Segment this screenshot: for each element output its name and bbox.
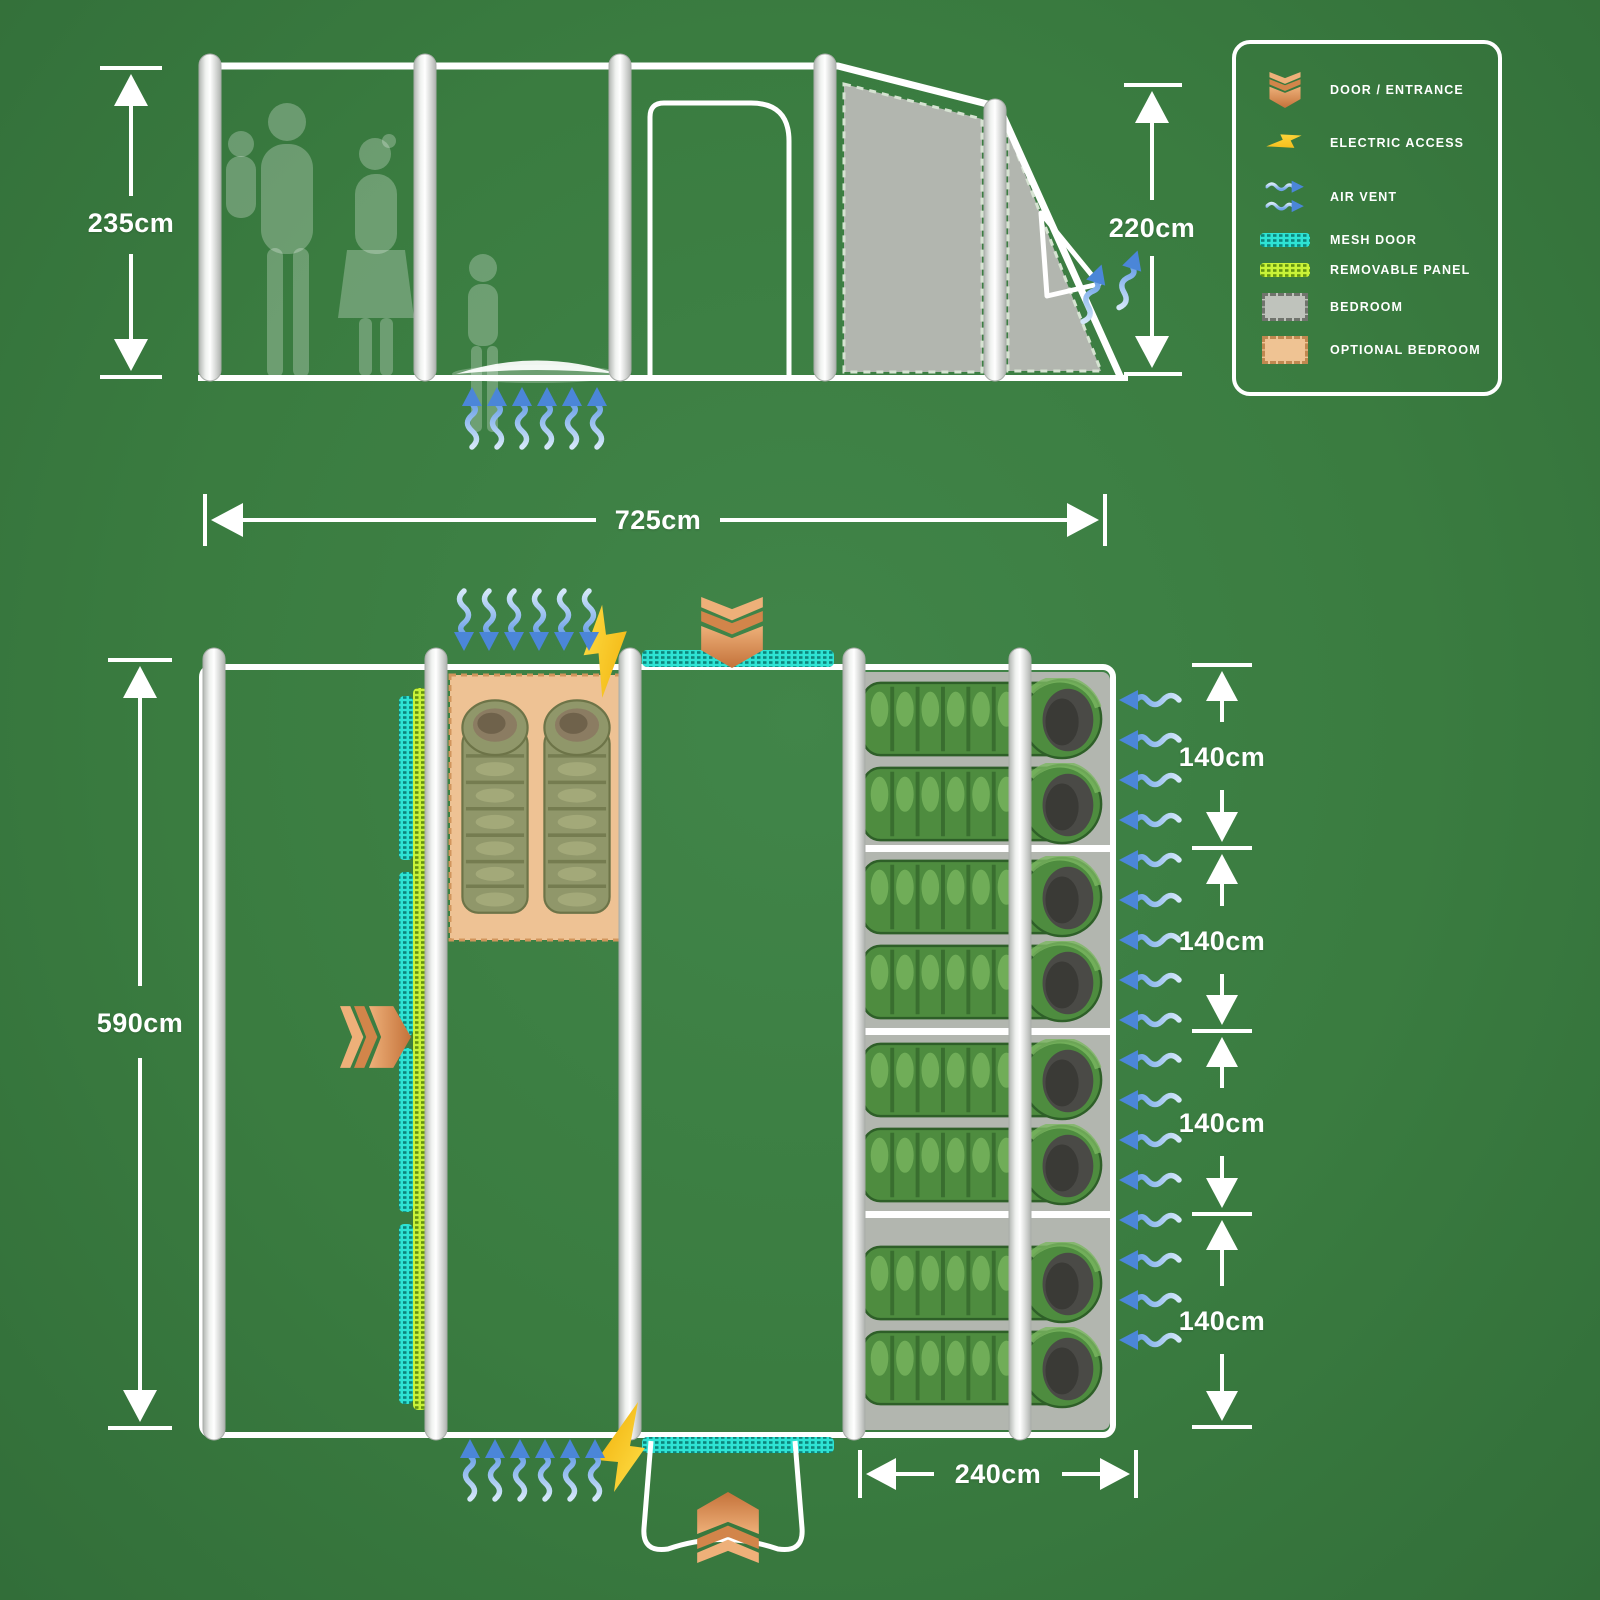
sleeping-bag bbox=[863, 942, 1101, 1021]
tent-pole bbox=[813, 53, 837, 382]
sleeping-bag bbox=[863, 679, 1101, 758]
legend: DOOR / ENTRANCE ELECTRIC ACCESS AIR VENT… bbox=[1232, 40, 1502, 396]
legend-item-door-entrance: DOOR / ENTRANCE bbox=[1256, 72, 1490, 108]
sleeping-bag bbox=[863, 857, 1101, 936]
air-vent-icon bbox=[454, 591, 599, 651]
family-silhouette bbox=[226, 103, 498, 432]
sleeping-bag bbox=[863, 1243, 1101, 1322]
front-door-outline bbox=[641, 1440, 805, 1553]
tent-pole bbox=[424, 647, 448, 1441]
bedroom-sleeping-bags bbox=[863, 679, 1101, 1407]
sleeping-bag bbox=[863, 1328, 1101, 1407]
dimension-side-height bbox=[100, 66, 162, 379]
sleeping-bag bbox=[460, 698, 530, 915]
dimension-label-bedroom-width: 240cm bbox=[954, 1459, 1042, 1489]
tent-pole bbox=[618, 647, 642, 1441]
legend-item-mesh-door: MESH DOOR bbox=[1256, 233, 1490, 247]
roof-line bbox=[205, 62, 1124, 380]
inner-door-outline bbox=[647, 100, 792, 378]
ground-vent bbox=[456, 360, 618, 374]
dimension-label-total-width: 725cm bbox=[614, 505, 702, 535]
dimension-label-compartment: 140cm bbox=[1178, 742, 1266, 772]
optional-bedroom-icon bbox=[1256, 336, 1314, 365]
dimension-bedroom-width bbox=[858, 1450, 1138, 1498]
tent-pole bbox=[842, 647, 866, 1441]
dimension-compartments bbox=[1192, 663, 1252, 1429]
tent-pole bbox=[1008, 647, 1032, 1441]
tent-pole bbox=[413, 53, 437, 382]
mesh-door-strip bbox=[642, 1437, 834, 1453]
door-entrance-icon bbox=[1256, 72, 1314, 108]
tent-pole bbox=[983, 98, 1007, 382]
legend-label: OPTIONAL BEDROOM bbox=[1330, 343, 1481, 358]
dimension-label-total-depth: 590cm bbox=[96, 1008, 184, 1038]
dimension-rear-height bbox=[1124, 83, 1182, 376]
rear-vent-flap bbox=[1038, 210, 1102, 299]
dimension-label-side-height: 235cm bbox=[87, 208, 175, 238]
door-entrance-icon bbox=[697, 1492, 759, 1563]
dimension-label-compartment: 140cm bbox=[1178, 1306, 1266, 1336]
bedroom-divider bbox=[856, 845, 1112, 852]
removable-panel-strip bbox=[413, 688, 427, 1410]
dimension-label-compartment: 140cm bbox=[1178, 1108, 1266, 1138]
sleeping-bag bbox=[863, 764, 1101, 843]
tent-pole bbox=[202, 647, 226, 1441]
elevation-rear-panel bbox=[1006, 129, 1104, 373]
sleeping-bag bbox=[863, 1125, 1101, 1204]
elevation-bedroom-panel bbox=[842, 82, 984, 374]
elevation-view bbox=[100, 53, 1182, 546]
tent-pole bbox=[198, 53, 222, 382]
dimension-label-rear-height: 220cm bbox=[1108, 213, 1196, 243]
mesh-door-strip bbox=[399, 872, 413, 1036]
legend-label: BEDROOM bbox=[1330, 299, 1403, 314]
bedroom-divider bbox=[856, 1211, 1112, 1218]
legend-item-electric-access: ELECTRIC ACCESS bbox=[1256, 124, 1490, 162]
legend-label: AIR VENT bbox=[1330, 190, 1398, 205]
mesh-door-strip bbox=[399, 1224, 413, 1404]
mesh-door-strip bbox=[399, 696, 413, 860]
dimension-label-compartment: 140cm bbox=[1178, 926, 1266, 956]
removable-panel-icon bbox=[1256, 262, 1314, 277]
sleeping-bag bbox=[863, 1040, 1101, 1119]
legend-item-bedroom: BEDROOM bbox=[1256, 292, 1490, 321]
air-vent-icon bbox=[462, 387, 607, 447]
sleeping-bag bbox=[542, 698, 612, 915]
mesh-door-strip bbox=[399, 1048, 413, 1212]
bedroom-icon bbox=[1256, 292, 1314, 321]
air-vent-icon bbox=[1256, 177, 1314, 217]
dimension-total-depth bbox=[108, 658, 172, 1430]
electric-access-icon bbox=[1256, 124, 1314, 162]
legend-item-air-vent: AIR VENT bbox=[1256, 177, 1490, 217]
floor-plan-view bbox=[108, 591, 1252, 1563]
legend-label: ELECTRIC ACCESS bbox=[1330, 135, 1465, 150]
legend-label: REMOVABLE PANEL bbox=[1330, 262, 1471, 277]
legend-item-optional-bedroom: OPTIONAL BEDROOM bbox=[1256, 336, 1490, 365]
mesh-door-icon bbox=[1256, 233, 1314, 247]
tent-pole bbox=[608, 53, 632, 382]
air-vent-icon bbox=[460, 1439, 605, 1499]
dimension-total-width bbox=[203, 494, 1107, 546]
air-vent-icon bbox=[1119, 690, 1179, 1350]
legend-label: MESH DOOR bbox=[1330, 233, 1417, 247]
bedroom-divider bbox=[856, 1028, 1112, 1035]
legend-item-removable-panel: REMOVABLE PANEL bbox=[1256, 262, 1490, 277]
legend-label: DOOR / ENTRANCE bbox=[1330, 82, 1464, 97]
